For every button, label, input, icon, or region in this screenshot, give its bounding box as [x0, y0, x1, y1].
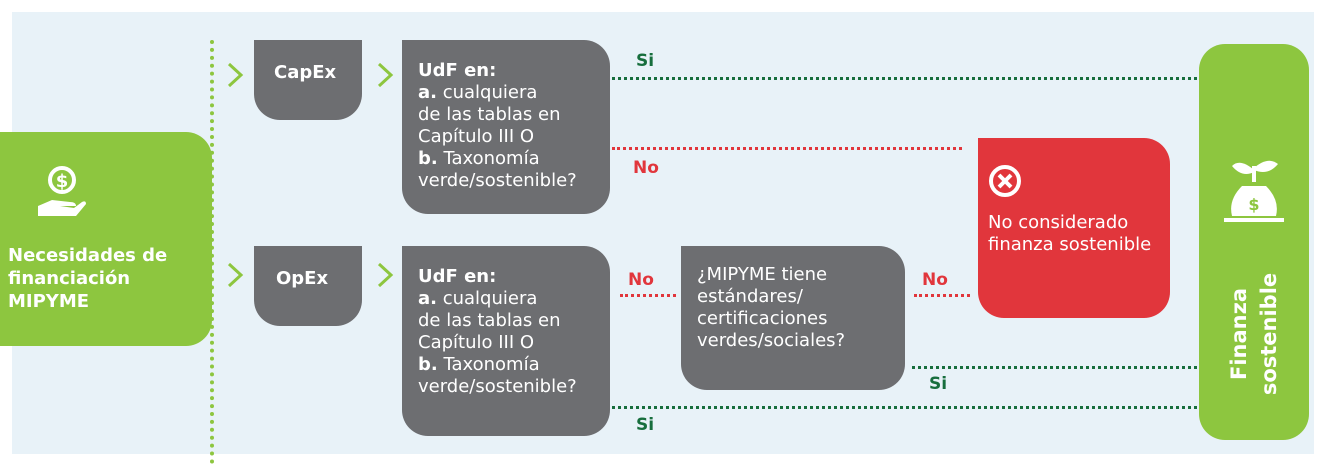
mipyme-question-line: certificaciones — [697, 308, 828, 329]
option-a-text: de las tablas en — [418, 310, 561, 331]
edge-label-si: Si — [636, 51, 655, 71]
connector-si-top — [612, 77, 1197, 80]
capex-box: CapEx — [254, 40, 362, 120]
source-label-line: MIPYME — [8, 291, 90, 312]
option-a-marker: a. — [418, 82, 437, 103]
svg-text:$: $ — [56, 171, 69, 192]
chevron-right-icon — [227, 262, 244, 288]
connector-no-mipyme — [914, 294, 970, 297]
mipyme-question-box: ¿MIPYME tiene estándares/ certificacione… — [681, 246, 905, 390]
chevron-right-icon — [377, 262, 394, 288]
connector-si-bottom — [612, 406, 1197, 409]
x-circle-icon — [989, 165, 1021, 197]
option-b-marker: b. — [418, 148, 438, 169]
edge-label-no: No — [922, 270, 948, 290]
option-a-text: cualquiera — [442, 82, 538, 103]
option-b-text: Taxonomía — [443, 148, 540, 169]
option-a-text: cualquiera — [442, 288, 538, 309]
option-b-text: Taxonomía — [443, 354, 540, 375]
option-a-text: Capítulo III O — [418, 332, 535, 353]
capex-label: CapEx — [274, 62, 337, 83]
result-box: $ Finanza sostenible — [1199, 44, 1309, 440]
opex-label: OpEx — [276, 268, 329, 289]
mipyme-question-line: verdes/sociales? — [697, 330, 846, 351]
mipyme-question-line: estándares/ — [697, 286, 803, 307]
option-a-marker: a. — [418, 288, 437, 309]
option-b-marker: b. — [418, 354, 438, 375]
edge-label-si: Si — [636, 415, 655, 435]
edge-label-no: No — [628, 270, 654, 290]
svg-text:$: $ — [1248, 195, 1259, 214]
udf-capex-box: UdF en: a. cualquiera de las tablas en C… — [402, 40, 610, 214]
udf-opex-box: UdF en: a. cualquiera de las tablas en C… — [402, 246, 610, 436]
option-a-text: de las tablas en — [418, 104, 561, 125]
chevron-right-icon — [227, 62, 244, 88]
connector-no-capex — [612, 147, 962, 150]
edge-label-no: No — [633, 158, 659, 178]
option-b-text: verde/sostenible? — [418, 170, 577, 191]
result-label-line: sostenible — [1257, 272, 1281, 396]
option-a-text: Capítulo III O — [418, 126, 535, 147]
edge-label-si: Si — [929, 374, 948, 394]
dollar-coin-hand-icon: $ — [38, 166, 86, 216]
udf-title: UdF en: — [418, 266, 497, 287]
rejected-line: No considerado — [988, 212, 1129, 233]
source-box: $ Necesidades de financiación MIPYME — [0, 132, 212, 346]
rejected-box: No considerado finanza sostenible — [978, 138, 1170, 318]
branch-divider — [210, 40, 214, 464]
opex-box: OpEx — [254, 246, 362, 326]
rejected-line: finanza sostenible — [988, 234, 1152, 255]
source-label-line: Necesidades de — [8, 245, 168, 266]
connector-si-mipyme — [912, 366, 1197, 369]
option-b-text: verde/sostenible? — [418, 376, 577, 397]
udf-title: UdF en: — [418, 60, 497, 81]
connector-no-opex — [620, 294, 676, 297]
plant-money-bag-icon: $ — [1224, 160, 1284, 222]
chevron-right-icon — [377, 62, 394, 88]
result-label-line: Finanza — [1227, 288, 1251, 381]
source-label-line: financiación — [8, 268, 131, 289]
mipyme-question-line: ¿MIPYME tiene — [697, 264, 828, 285]
